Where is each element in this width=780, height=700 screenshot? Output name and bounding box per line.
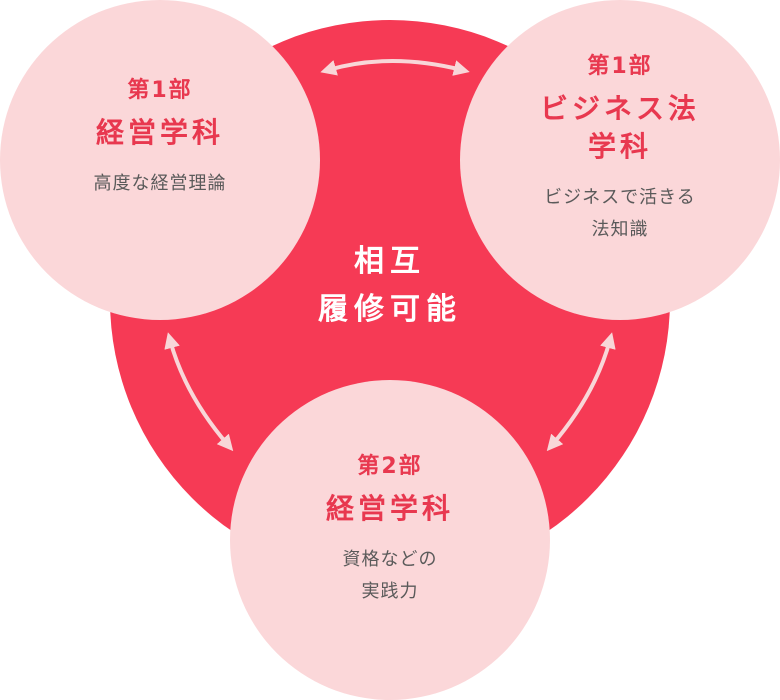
arrow-top bbox=[320, 59, 470, 76]
circle-3-shape bbox=[230, 380, 550, 700]
circle-1-division: 第1部 bbox=[127, 78, 193, 103]
circle-3-text: 第2部 経営学科 資格などの 実践力 bbox=[270, 452, 510, 608]
arrow-right bbox=[546, 332, 616, 452]
circle-1-name: 経営学科 bbox=[95, 116, 224, 149]
circle-2-description: ビジネスで活きる 法知識 bbox=[544, 187, 696, 240]
circle-2-name: ビジネス法 学科 bbox=[539, 92, 700, 163]
circle-2-division: 第1部 bbox=[587, 54, 653, 79]
circle-3-name: 経営学科 bbox=[325, 492, 454, 525]
circle-3-description: 資格などの 実践力 bbox=[342, 549, 438, 602]
center-label: 相互 履修可能 bbox=[318, 244, 462, 327]
circle-1-text: 第1部 経営学科 高度な経営理論 bbox=[40, 76, 280, 200]
circle-2-text: 第1部 ビジネス法 学科 ビジネスで活きる 法知識 bbox=[500, 52, 740, 246]
circle-3-division: 第2部 bbox=[357, 454, 423, 479]
circle-1-description: 高度な経営理論 bbox=[93, 173, 227, 194]
arrow-left bbox=[164, 332, 234, 452]
circle-1-shape bbox=[0, 0, 320, 320]
circle-2-shape bbox=[460, 0, 780, 320]
